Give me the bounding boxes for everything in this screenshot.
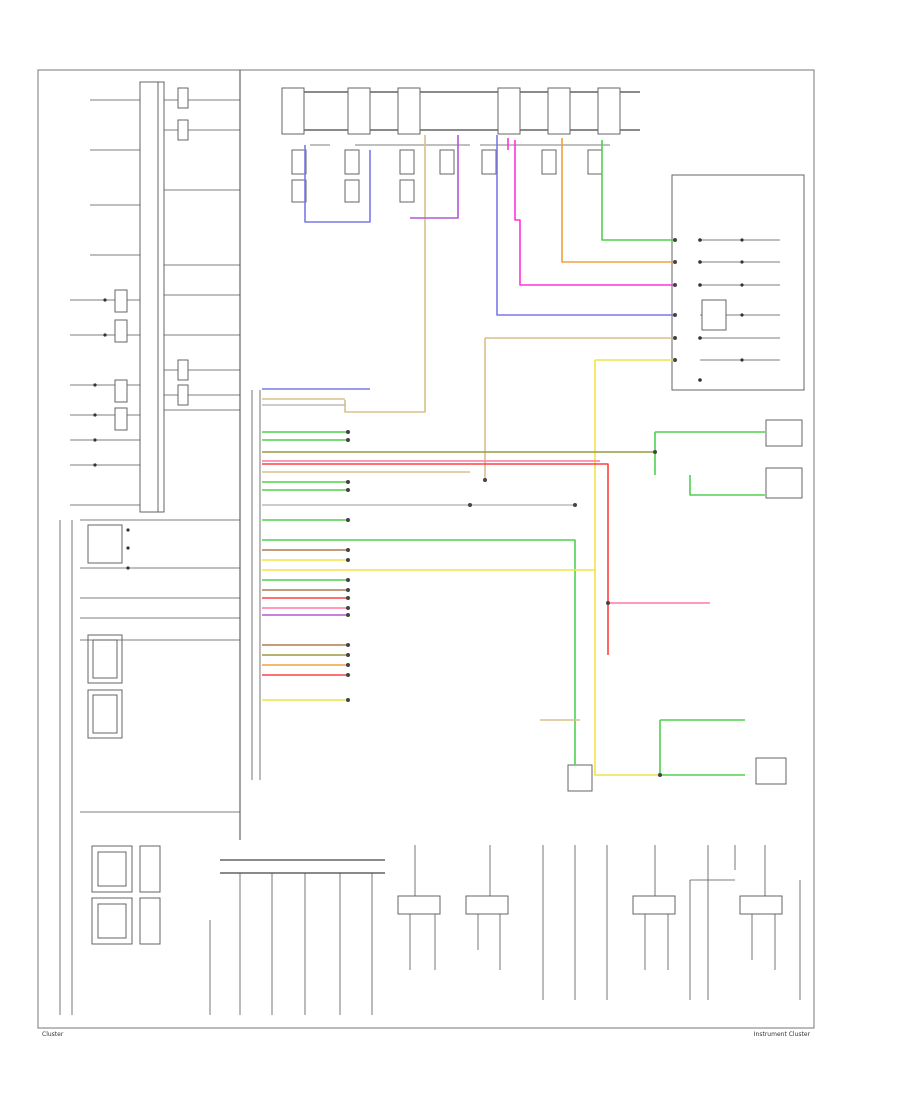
wire-green-lower (659, 720, 745, 776)
bottom-component-row (209, 845, 801, 1015)
wire-red-464 (262, 463, 609, 655)
terminal-dot (673, 336, 677, 340)
terminal-dot (673, 238, 677, 242)
footer-left-label: Cluster (42, 1031, 64, 1038)
terminal-dot (346, 588, 350, 592)
wire-green-right-495 (689, 475, 765, 496)
cluster-pin-column (251, 390, 261, 780)
terminal-dot (346, 606, 350, 610)
wire-green-540 (262, 539, 576, 765)
right-lower-switch (755, 757, 787, 785)
terminal-dot (346, 613, 350, 617)
left-lower-modules (59, 519, 240, 1015)
terminal-dot (673, 260, 677, 264)
terminal-dot (346, 480, 350, 484)
wire-layer (262, 135, 765, 776)
wire-orange (561, 138, 675, 263)
left-connector-bar-inner (157, 81, 165, 513)
terminal-dot (346, 653, 350, 657)
terminal-dot (573, 503, 577, 507)
terminal-dot (658, 773, 662, 777)
right-sensor-module (765, 419, 803, 447)
right-top-module-internals (698, 238, 780, 382)
wire-yellow-mid-drop (594, 360, 662, 776)
wire-green-top (601, 140, 675, 241)
terminal-dot (468, 503, 472, 507)
left-switch-group (70, 99, 140, 506)
terminal-dot (346, 673, 350, 677)
top-fuse-row (281, 87, 640, 203)
wire-magenta-long (514, 140, 675, 286)
terminal-dot (606, 601, 610, 605)
terminal-dot (673, 358, 677, 362)
center-lower-switch (567, 764, 593, 792)
terminal-dot (653, 450, 657, 454)
terminal-dot (346, 663, 350, 667)
left-connector-bar (139, 81, 159, 513)
wire-blue-right (496, 135, 675, 316)
terminal-dot (346, 643, 350, 647)
terminal-dot (673, 313, 677, 317)
terminal-dot (346, 438, 350, 442)
terminal-dot (346, 698, 350, 702)
left-relay-group (164, 87, 240, 411)
terminal-dot (346, 430, 350, 434)
terminal-dot (346, 518, 350, 522)
terminal-dot (346, 488, 350, 492)
terminal-dot (673, 283, 677, 287)
wire-purple-top (410, 135, 459, 219)
terminal-dot (346, 596, 350, 600)
wire-blue-top (304, 145, 371, 223)
terminal-dot (483, 478, 487, 482)
wire-tan-top (344, 135, 426, 413)
terminal-layer (346, 238, 677, 777)
diagram-frame (37, 69, 815, 1029)
right-sensor-module-2 (765, 467, 803, 499)
right-top-module (671, 174, 805, 391)
terminal-dot (346, 578, 350, 582)
terminal-dot (346, 548, 350, 552)
footer-right-label: Instrument Cluster (754, 1031, 811, 1038)
terminal-dot (346, 558, 350, 562)
